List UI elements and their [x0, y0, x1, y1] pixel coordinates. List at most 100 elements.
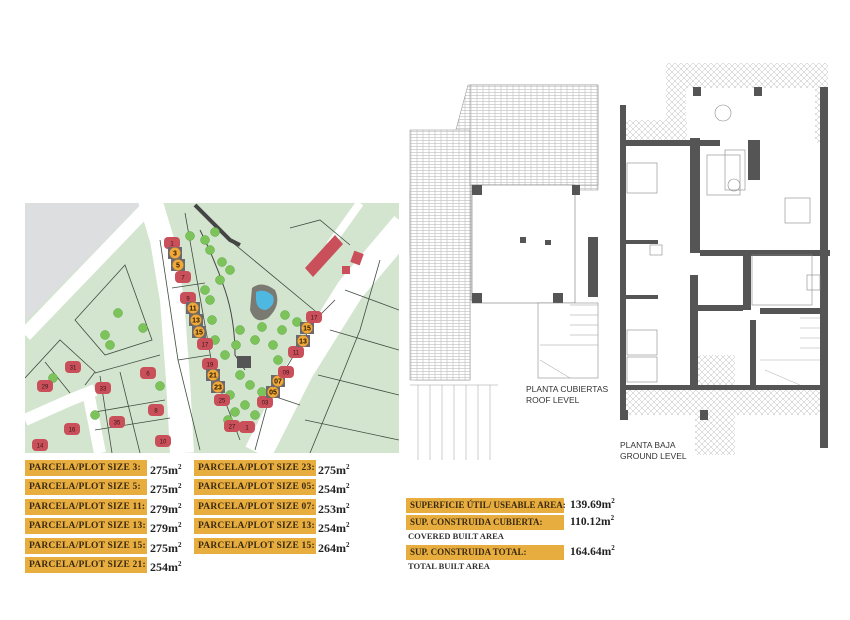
highlighted-plot-marker: 15 — [300, 322, 314, 334]
unit-superscript: 2 — [611, 544, 615, 552]
plot-size-label: PARCELA/PLOT SIZE 5: — [25, 479, 147, 496]
stairs — [760, 317, 820, 386]
tree-icon — [250, 335, 260, 345]
area-number: 110.12m — [570, 515, 611, 528]
plot-size-number: 275m — [150, 540, 178, 555]
plot-number: 1 — [245, 426, 249, 432]
house-marker: 1 — [164, 237, 180, 249]
trees — [48, 227, 302, 425]
house-marker: 25 — [214, 394, 230, 406]
house-marker: 16 — [64, 423, 80, 435]
highlighted-plot-marker: 07 — [271, 375, 285, 387]
tree-icon — [225, 265, 235, 275]
plot-number: 35 — [114, 421, 121, 427]
plot-size-number: 254m — [150, 560, 178, 574]
plot-number: 17 — [311, 316, 318, 322]
tree-icon — [105, 340, 115, 350]
plot-size-value: 279m2 — [150, 498, 182, 517]
plot-number: 9 — [186, 297, 190, 303]
plot-size-value: 254m2 — [318, 517, 350, 536]
unit-superscript: 2 — [178, 482, 182, 491]
tree-icon — [210, 227, 220, 237]
house-marker: 09 — [278, 366, 294, 378]
plot-size-label: PARCELA/PLOT SIZE 05: — [194, 479, 316, 496]
plot-number: 3 — [173, 251, 177, 258]
plot-number: 31 — [70, 366, 77, 372]
area-label: SUPERFICIE ÚTIL/ USEABLE AREA: — [406, 498, 566, 513]
plot-size-number: 275m — [150, 482, 178, 497]
house-marker: 14 — [32, 439, 48, 451]
pool — [256, 290, 274, 310]
plot-number: 15 — [303, 326, 311, 333]
area-label: SUP. CONSTRUIDA TOTAL: — [406, 545, 564, 560]
pavilion — [237, 356, 251, 368]
house-marker: 1 — [239, 421, 255, 433]
house-marker: 17 — [197, 338, 213, 350]
plot-number: 14 — [37, 444, 44, 450]
tree-icon — [220, 350, 230, 360]
plot-size-value: 264m2 — [318, 537, 350, 556]
plot-size-number: 264m — [318, 540, 346, 555]
area-label: SUP. CONSTRUIDA CUBIERTA: — [406, 515, 564, 530]
plot-size-value: 275m2 — [150, 459, 182, 478]
tree-icon — [257, 322, 267, 332]
highlighted-plot-marker: 5 — [171, 259, 185, 271]
area-sublabel: TOTAL BUILT AREA — [408, 561, 490, 571]
house-marker: 9 — [180, 292, 196, 304]
plot-number: 09 — [283, 371, 290, 377]
plot-number: 5 — [176, 263, 180, 270]
tree-icon — [230, 407, 240, 417]
terrace-top — [666, 63, 828, 88]
tree-icon — [231, 340, 241, 350]
plot-number: 13 — [299, 339, 307, 346]
roof-terrace — [471, 184, 576, 304]
plot-number: 15 — [195, 330, 203, 337]
tree-icon — [240, 400, 250, 410]
area-number: 164.64m — [570, 545, 612, 558]
gray-area — [25, 203, 142, 322]
plot-number: 8 — [154, 409, 158, 415]
tree-icon — [235, 370, 245, 380]
unit-superscript: 2 — [346, 463, 350, 471]
highlighted-plot-marker: 13 — [296, 335, 310, 347]
roof-caption-en: ROOF LEVEL — [526, 395, 580, 405]
plot-number: 7 — [181, 276, 185, 282]
unit-superscript: 2 — [611, 497, 615, 505]
highlighted-plot-marker: 21 — [206, 369, 220, 381]
area-value: 110.12m2 — [570, 514, 614, 528]
roof-level-plan — [409, 84, 599, 460]
plot-size-number: 254m — [318, 482, 346, 497]
plot-size-value: 279m2 — [150, 517, 182, 536]
tree-icon — [90, 410, 100, 420]
tree-icon — [215, 275, 225, 285]
unit-superscript: 2 — [178, 540, 182, 549]
house-marker: 19 — [202, 358, 218, 370]
plot-size-number: 279m — [150, 501, 178, 516]
unit-superscript: 2 — [178, 463, 182, 471]
house-marker: 8 — [148, 404, 164, 416]
plot-number: 03 — [262, 401, 269, 407]
plot-size-label: PARCELA/PLOT SIZE 15: — [25, 537, 147, 554]
plot-number: 23 — [214, 385, 222, 392]
tree-icon — [257, 387, 267, 397]
roof-caption-es: PLANTA CUBIERTAS — [526, 384, 609, 394]
house-marker: 17 — [306, 311, 322, 323]
plot-size-number: 275m — [150, 463, 178, 477]
plot-size-number: 279m — [150, 521, 178, 536]
ground-level-caption: PLANTA BAJA GROUND LEVEL — [620, 440, 687, 462]
unit-superscript: 2 — [346, 501, 350, 510]
house-marker: 31 — [65, 361, 81, 373]
tree-icon — [138, 323, 148, 333]
house-marker: 6 — [140, 367, 156, 379]
tree-icon — [185, 231, 195, 241]
house-marker: 35 — [109, 416, 125, 428]
roof-walls — [472, 185, 598, 303]
area-value: 164.64m2 — [570, 544, 615, 558]
plot-size-label: PARCELA/PLOT SIZE 13: — [25, 518, 147, 535]
plot-size-label: PARCELA/PLOT SIZE 15: — [194, 537, 316, 554]
unit-superscript: 2 — [346, 482, 350, 491]
unit-superscript: 2 — [346, 540, 350, 549]
plot-size-number: 254m — [318, 521, 346, 536]
plot-size-value: 275m2 — [150, 537, 182, 556]
